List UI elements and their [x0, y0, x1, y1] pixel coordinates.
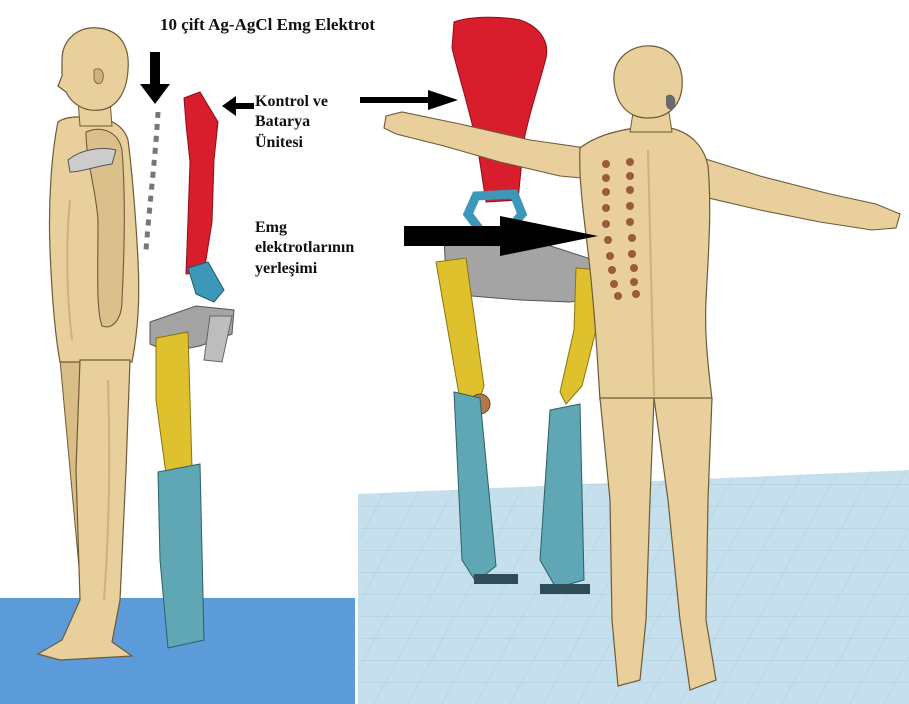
control-unit-label: Kontrol ve Batarya Ünitesi — [255, 92, 328, 153]
right-arrow-electrodes — [404, 216, 598, 256]
side-exoskeleton — [150, 92, 234, 648]
side-view-human — [38, 28, 139, 660]
side-electrode-strip — [146, 112, 158, 250]
electrode-placement-label: Emg elektrotlarının yerleşimi — [255, 218, 354, 279]
down-arrow — [140, 52, 170, 104]
left-arrow-control — [222, 96, 254, 116]
right-arrow-control — [360, 90, 458, 110]
electrodes-title-label: 10 çift Ag-AgCl Emg Elektrot — [160, 14, 375, 36]
